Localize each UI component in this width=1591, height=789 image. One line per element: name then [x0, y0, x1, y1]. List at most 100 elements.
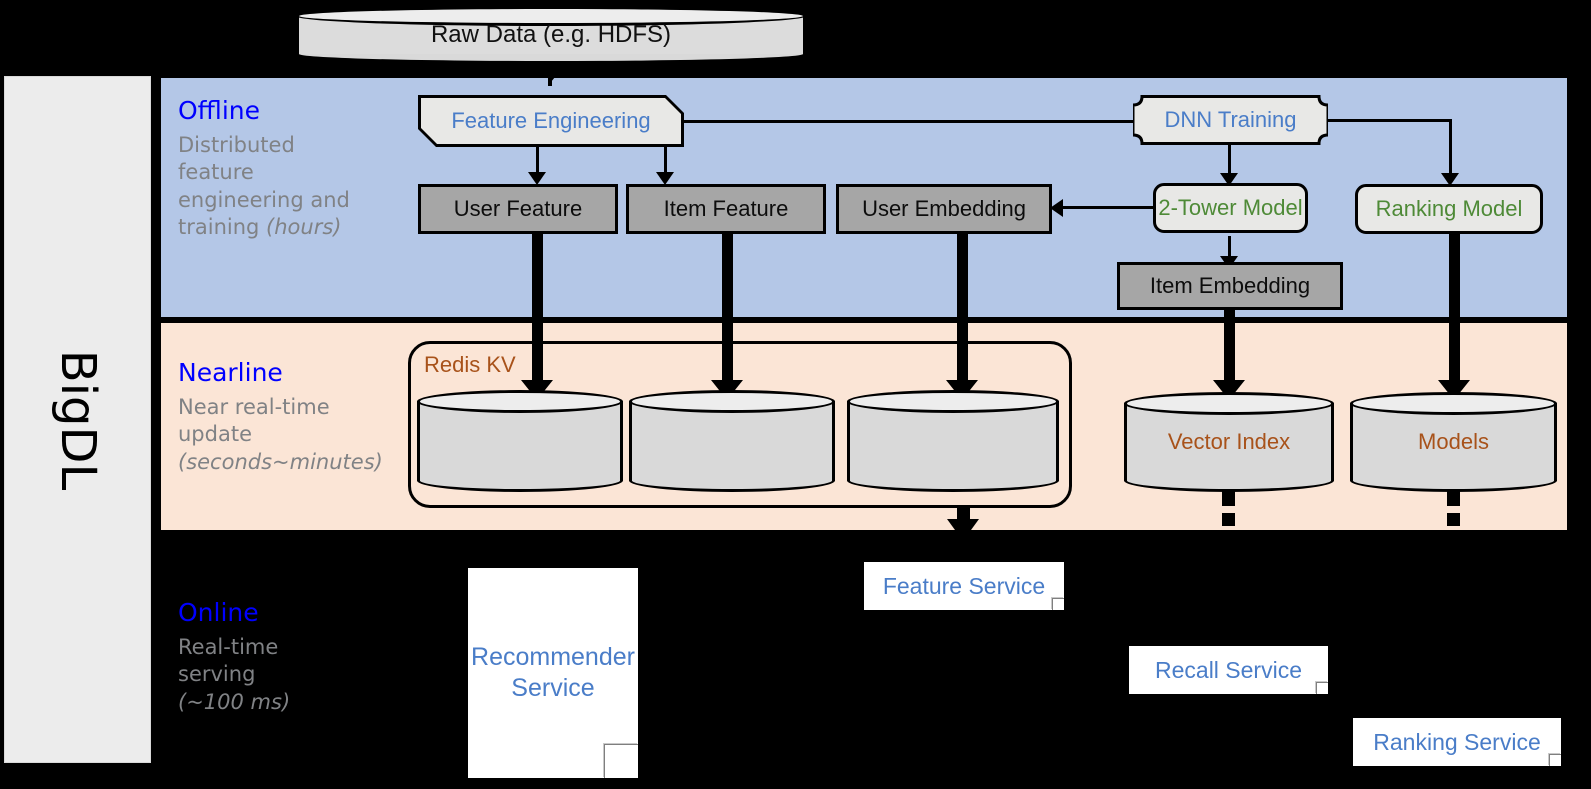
node-feature-engineering[interactable]: Feature Engineering	[418, 95, 684, 147]
cylinder-top	[847, 390, 1059, 413]
node-item-embedding[interactable]: Item Embedding	[1117, 262, 1343, 310]
edge-fe-userfeature-arrowhead	[528, 172, 546, 185]
online-caption: Online Real-time serving (~100 ms)	[178, 598, 290, 716]
node-2-tower-model-label: 2-Tower Model	[1158, 195, 1303, 221]
cylinder-models-label: Models	[1418, 429, 1489, 454]
online-title: Online	[178, 598, 259, 627]
node-2-tower-model[interactable]: 2-Tower Model	[1153, 183, 1308, 233]
edge-useremb-kv3-line	[957, 234, 968, 386]
cylinder-body	[629, 401, 835, 481]
node-dnn-training[interactable]: DNN Training	[1133, 94, 1328, 146]
node-ranking-service[interactable]: Ranking Service	[1353, 718, 1561, 766]
node-item-feature-label: Item Feature	[663, 196, 789, 222]
node-recall-service[interactable]: Recall Service	[1129, 646, 1328, 694]
edge-dnn-ranking-hline	[1326, 119, 1452, 122]
edge-rankingmodel-models-line	[1449, 234, 1460, 386]
node-recommender-service-label-l2: Service	[511, 674, 595, 702]
raw-data-label: Raw Data (e.g. HDFS)	[430, 21, 672, 48]
edge-itemfeature-kv2-line	[722, 234, 733, 386]
node-ranking-model[interactable]: Ranking Model	[1355, 184, 1543, 234]
offline-title: Offline	[178, 96, 261, 125]
edge-vectorindex-recall-dash2	[1222, 513, 1235, 526]
node-recall-service-label: Recall Service	[1155, 656, 1302, 683]
cylinder-top	[1124, 392, 1334, 415]
node-feature-engineering-inner: Feature Engineering	[421, 98, 681, 144]
edge-fe-itemfeature-arrowhead	[656, 172, 674, 185]
edge-dnn-ranking-arrowhead	[1441, 173, 1459, 186]
cylinder-top	[629, 390, 835, 413]
edge-models-ranking-dash2	[1447, 513, 1460, 526]
edge-twotower-useremb-line	[1063, 206, 1153, 209]
redis-kv-label: Redis KV	[424, 352, 516, 377]
bigdl-sidebar-panel: BigDL	[4, 76, 151, 763]
nearline-desc-em: (seconds~minutes)	[178, 449, 383, 474]
cylinder-top	[1350, 392, 1557, 415]
offline-desc-l1: Distributed	[178, 133, 295, 157]
node-item-embedding-label: Item Embedding	[1149, 273, 1311, 299]
cylinder-kv-store-2-label	[629, 390, 835, 492]
edge-rawdata-fe-arrowhead	[535, 62, 567, 82]
offline-desc-l4: training	[178, 214, 267, 239]
cylinder-body	[417, 401, 623, 481]
notched-card-shape	[1133, 94, 1328, 146]
cylinder-vector-index[interactable]: Vector Index	[1124, 392, 1334, 492]
edge-vectorindex-recall-dash1	[1222, 490, 1235, 506]
node-ranking-model-label: Ranking Model	[1375, 196, 1523, 222]
raw-data-cylinder: Raw Data (e.g. HDFS)	[296, 6, 806, 64]
nearline-desc-l1: Near real-time	[178, 395, 330, 419]
online-desc-l2: serving	[178, 662, 256, 687]
edge-fe-userfeature-line	[536, 147, 539, 174]
node-recommender-service[interactable]: Recommender Service	[468, 568, 638, 778]
cylinder-models[interactable]: Models	[1350, 392, 1557, 492]
cylinder-kv-store-2[interactable]	[629, 390, 835, 492]
nearline-caption: Nearline Near real-time update (seconds~…	[178, 358, 383, 476]
edge-twotower-useremb-arrowhead	[1050, 199, 1063, 217]
node-user-feature-label: User Feature	[453, 196, 583, 222]
online-description: Real-time serving (~100 ms)	[178, 634, 290, 716]
offline-desc-l3: engineering and	[178, 187, 350, 212]
redis-kv-group	[408, 341, 1072, 508]
edge-fe-dnn-line	[684, 120, 1144, 123]
page-fold-icon	[1549, 754, 1561, 766]
cylinder-kv-store-3-label	[847, 390, 1059, 492]
nearline-description: Near real-time update (seconds~minutes)	[178, 394, 383, 476]
cylinder-vector-index-label: Vector Index	[1167, 429, 1291, 454]
cylinder-kv-store-3[interactable]	[847, 390, 1059, 492]
edge-models-ranking-dash1	[1447, 490, 1460, 506]
offline-desc-em: (hours)	[266, 214, 342, 239]
cylinder-kv-store-1-label	[417, 390, 623, 492]
node-user-embedding[interactable]: User Embedding	[836, 184, 1052, 234]
node-feature-service[interactable]: Feature Service	[864, 562, 1064, 610]
edge-redis-featureservice-arrowhead	[947, 519, 979, 541]
offline-caption: Offline Distributed feature engineering …	[178, 96, 350, 241]
cylinder-body	[1124, 403, 1334, 481]
node-user-feature[interactable]: User Feature	[418, 184, 618, 234]
edge-dnn-ranking-vline	[1449, 119, 1452, 176]
edge-twotower-itememb-line	[1228, 236, 1231, 260]
online-desc-em: (~100 ms)	[178, 689, 291, 714]
edge-userfeature-kv1-line	[532, 234, 543, 386]
cylinder-body	[1350, 403, 1557, 481]
page-fold-icon	[1052, 598, 1064, 610]
node-feature-engineering-label: Feature Engineering	[451, 108, 651, 134]
cylinder-top	[296, 6, 806, 26]
edge-fe-itemfeature-line	[664, 147, 667, 174]
online-desc-l1: Real-time	[178, 635, 279, 659]
offline-desc-l2: feature	[178, 160, 254, 185]
bigdl-label: BigDL	[49, 349, 106, 490]
edge-dnn-twotower-line	[1228, 145, 1231, 176]
node-feature-service-label: Feature Service	[882, 572, 1046, 599]
nearline-title: Nearline	[178, 358, 283, 387]
node-recommender-service-label-l1: Recommender	[471, 642, 635, 671]
node-user-embedding-label: User Embedding	[862, 196, 1026, 222]
edge-redis-featureservice-dash1	[957, 506, 970, 519]
page-fold-icon	[1316, 682, 1328, 694]
page-fold-icon	[604, 744, 638, 778]
cylinder-kv-store-1[interactable]	[417, 390, 623, 492]
node-item-feature[interactable]: Item Feature	[626, 184, 826, 234]
offline-description: Distributed feature engineering and trai…	[178, 132, 350, 241]
cylinder-top	[417, 390, 623, 413]
nearline-desc-l2: update	[178, 422, 252, 447]
node-dnn-training-label: DNN Training	[1164, 107, 1297, 133]
